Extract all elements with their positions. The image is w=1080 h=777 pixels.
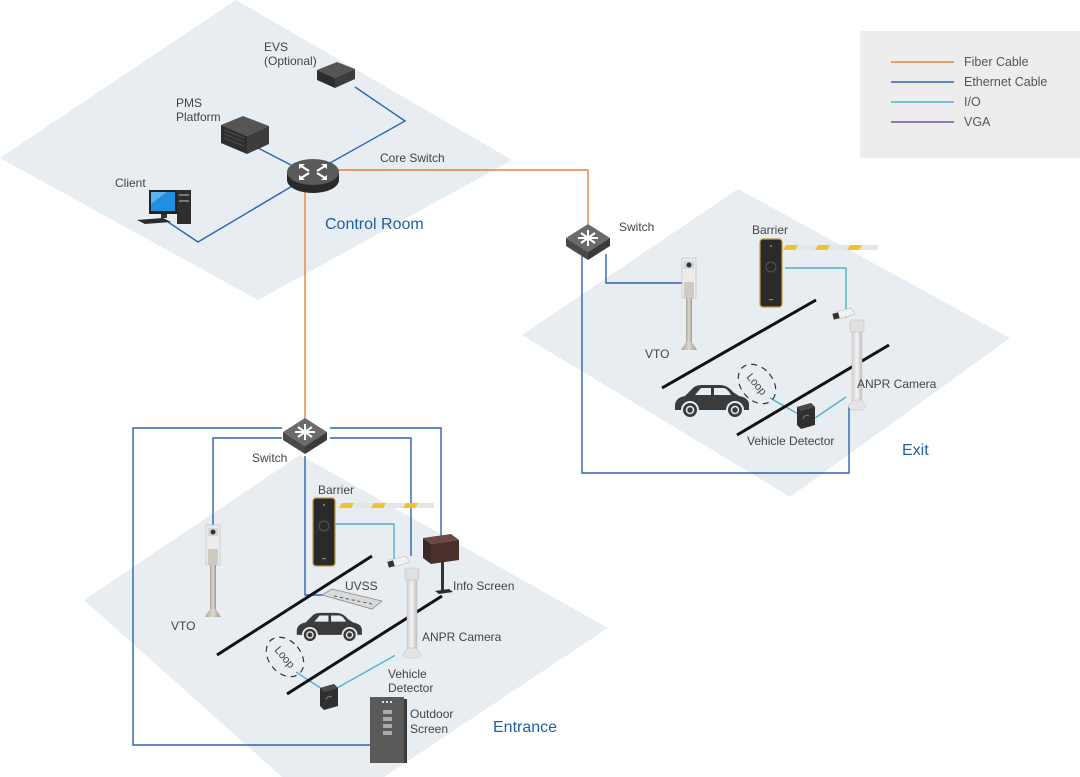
info-screen-label: Info Screen: [453, 579, 514, 593]
uvss-device[interactable]: [320, 588, 383, 610]
io-exit-detector-anpr: [814, 396, 847, 419]
entrance-switch-label: Switch: [252, 451, 287, 465]
exit-lane-line-2: [736, 343, 890, 437]
core-switch[interactable]: [287, 159, 339, 193]
evs-optional-label: (Optional): [264, 54, 317, 68]
eth-evs-core: [329, 86, 407, 164]
entrance-vehicle-detector[interactable]: [319, 683, 339, 711]
entrance-vehicle-detector-label: Vehicle: [388, 667, 427, 681]
entrance-lane-line-1: [216, 554, 373, 657]
entrance-switch[interactable]: [282, 417, 328, 455]
client-label: Client: [115, 176, 146, 190]
eth-client-core: [167, 184, 295, 243]
pms-platform-label: Platform: [176, 110, 221, 124]
outdoor-screen-label-2: Screen: [410, 722, 448, 736]
legend-label: Fiber Cable: [964, 55, 1029, 69]
pms-label: PMS: [176, 96, 202, 110]
evs-device[interactable]: [317, 62, 355, 88]
entrance-vehicle-detector-label-2: Detector: [388, 681, 433, 695]
entrance-zone-label: Entrance: [493, 719, 557, 736]
fiber-core-to-exit-switch: [337, 169, 589, 224]
exit-barrier-label: Barrier: [752, 223, 788, 237]
client-pc[interactable]: [137, 190, 191, 224]
entrance-barrier-label: Barrier: [318, 483, 354, 497]
outdoor-screen-label: Outdoor: [410, 707, 453, 721]
eth-exit-switch-anpr: [581, 248, 850, 474]
eth-entrance-switch-vto: [212, 437, 282, 525]
exit-vto-label: VTO: [645, 347, 669, 361]
io-exit-barrier-anpr: [785, 267, 847, 318]
legend-box: [860, 31, 1080, 158]
entrance-vto-label: VTO: [171, 619, 195, 633]
io-entrance-barrier-anpr: [330, 523, 395, 560]
eth-entrance-switch-uvss: [304, 456, 325, 596]
io-entrance-anpr-detector: [336, 655, 395, 689]
cables: [132, 86, 850, 746]
exit-vehicle-detector-label: Vehicle Detector: [747, 434, 834, 448]
pms-platform-device[interactable]: [221, 116, 269, 154]
exit-switch-label: Switch: [619, 220, 654, 234]
control-room-zone-label: Control Room: [325, 216, 424, 233]
control-room-zone: [0, 0, 512, 300]
eth-entrance-switch-anpr: [330, 437, 412, 556]
legend-label: VGA: [964, 115, 991, 129]
exit-anpr-label: ANPR Camera: [857, 377, 937, 391]
eth-entrance-outer-loop: [132, 427, 370, 746]
info-screen[interactable]: [423, 534, 459, 594]
core-switch-label: Core Switch: [380, 151, 445, 165]
uvss-label: UVSS: [345, 579, 378, 593]
legend-label: I/O: [964, 95, 981, 109]
evs-label: EVS: [264, 40, 288, 54]
exit-zone-label: Exit: [902, 442, 929, 459]
outdoor-screen[interactable]: [370, 697, 407, 763]
entrance-anpr-label: ANPR Camera: [422, 630, 502, 644]
exit-switch[interactable]: [565, 223, 611, 261]
legend-label: Ethernet Cable: [964, 75, 1047, 89]
exit-zone: [522, 189, 1010, 497]
eth-pms-core: [257, 147, 292, 166]
exit-vehicle-detector[interactable]: [796, 402, 816, 430]
eth-exit-switch-vto: [605, 254, 683, 284]
exit-lane-line-1: [661, 298, 817, 390]
eth-entrance-switch-info: [330, 427, 442, 538]
